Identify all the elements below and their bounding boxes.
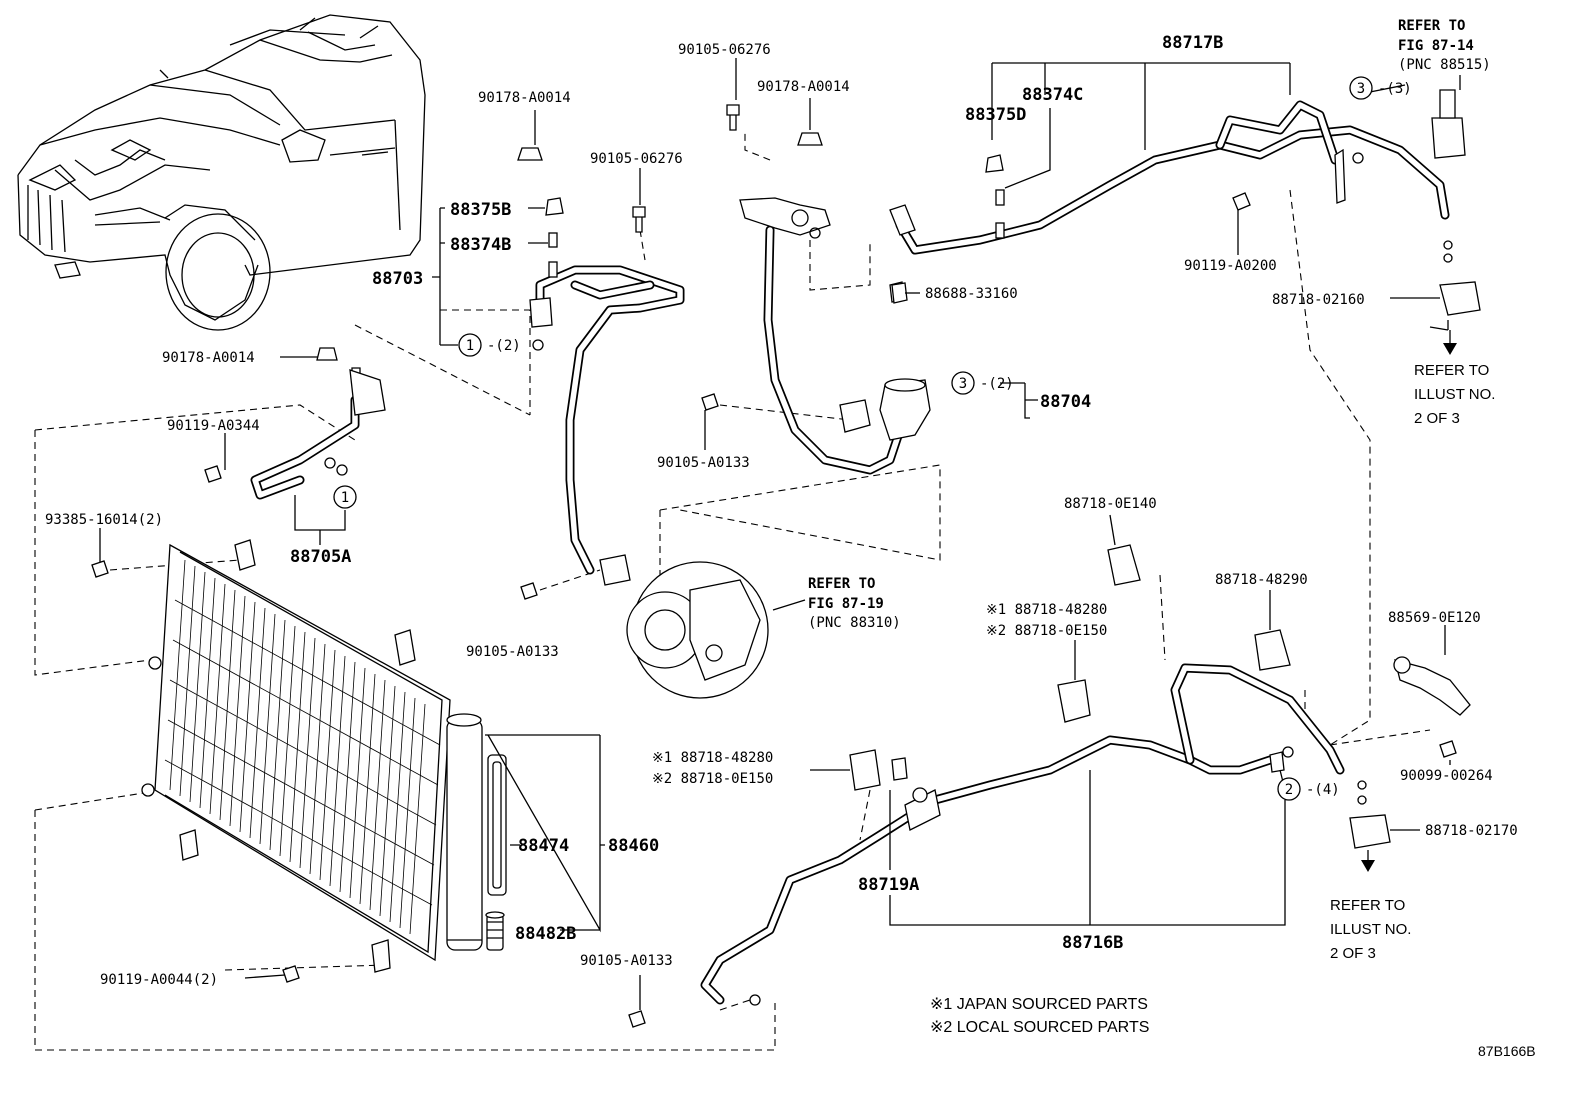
reference-notes: REFER TO FIG 87-14 (PNC 88515) REFER TO … [808, 18, 1495, 962]
part-label-90119-A0200: 90119-A0200 [1184, 258, 1277, 274]
part-label-90105-A0133-b: 90105-A0133 [466, 644, 559, 660]
part-label-88716B: 88716B [1062, 933, 1123, 953]
part-label-90119-A0044: 90119-A0044(2) [100, 972, 218, 988]
sourced-variant-center-line2: ※2 88718-0E150 [986, 623, 1107, 639]
part-label-88718-0E140: 88718-0E140 [1064, 496, 1157, 512]
part-label-88718-02170: 88718-02170 [1425, 823, 1518, 839]
part-label-88688-33160: 88688-33160 [925, 286, 1018, 302]
callout-1-quantity: -(2) [487, 338, 521, 354]
callout-3a-number: 3 [1357, 81, 1365, 97]
plug-88482b [485, 911, 505, 951]
part-label-93385-16014: 93385-16014(2) [45, 512, 163, 528]
part-label-90105-06276-b: 90105-06276 [590, 151, 683, 167]
vehicle-illustration [17, 14, 426, 331]
part-number-labels: 88717B 88374C 88375D 90105-06276 90178-A… [45, 33, 1518, 988]
part-label-90105-A0133-a: 90105-A0133 [657, 455, 750, 471]
part-label-90178-A0014-a: 90178-A0014 [478, 90, 571, 106]
sourced-variant-left-line2: ※2 88718-0E150 [652, 771, 773, 787]
ref-fig-87-19-line1: REFER TO [808, 576, 875, 592]
sourced-variant-center-line1: ※1 88718-48280 [986, 602, 1107, 618]
part-label-88569-0E120: 88569-0E120 [1388, 610, 1481, 626]
callout-3a-quantity: -(3) [1378, 81, 1412, 97]
part-label-88718-48290: 88718-48290 [1215, 572, 1308, 588]
leader-lines [99, 58, 1461, 1010]
arrows [1361, 330, 1457, 872]
part-label-88375B: 88375B [450, 200, 511, 220]
part-label-88718-02160: 88718-02160 [1272, 292, 1365, 308]
ref-fig-87-19-line3: (PNC 88310) [808, 615, 901, 631]
ref-fig-87-19-line2: FIG 87-19 [808, 596, 884, 612]
sourcing-legend: ※1 JAPAN SOURCED PARTS ※2 LOCAL SOURCED … [930, 996, 1149, 1036]
sourced-variant-left-line1: ※1 88718-48280 [652, 750, 773, 766]
part-label-88374C: 88374C [1022, 85, 1083, 105]
condenser-fins [164, 559, 441, 935]
desiccant-88474 [487, 754, 507, 896]
part-label-90178-A0014-c: 90178-A0014 [162, 350, 255, 366]
ref-fig-87-14-line3: (PNC 88515) [1398, 57, 1491, 73]
callout-3b-quantity: -(2) [980, 376, 1014, 392]
fittings-and-fasteners [91, 89, 1481, 1028]
part-label-88717B: 88717B [1162, 33, 1223, 53]
callout-2-quantity: -(4) [1306, 782, 1340, 798]
part-label-90099-00264: 90099-00264 [1400, 768, 1493, 784]
part-label-90105-06276-a: 90105-06276 [678, 42, 771, 58]
receiver-dryer-tank [446, 713, 483, 951]
illustration-id: 87B166B [1478, 1043, 1536, 1059]
ref-illust-a-line2: ILLUST NO. [1414, 386, 1495, 403]
legend-note-japan: ※1 JAPAN SOURCED PARTS [930, 996, 1148, 1013]
callout-2-number: 2 [1285, 782, 1293, 798]
callout-1b-number: 1 [341, 490, 349, 506]
part-label-88482B: 88482B [515, 924, 576, 944]
part-label-88375D: 88375D [965, 105, 1026, 125]
part-label-90105-A0133-c: 90105-A0133 [580, 953, 673, 969]
part-label-88704: 88704 [1040, 392, 1091, 412]
condenser-assembly [141, 539, 451, 973]
callout-circles: 1 -(2) 1 3 -(3) 3 -(2) 2 -(4) [333, 76, 1412, 801]
part-label-88719A: 88719A [858, 875, 919, 895]
part-label-88460: 88460 [608, 836, 659, 856]
ref-illust-b-line3: 2 OF 3 [1330, 945, 1376, 962]
callout-3b-number: 3 [959, 376, 967, 392]
callout-1-number: 1 [466, 338, 474, 354]
refrigerant-pipes [250, 100, 1450, 1005]
part-label-90178-A0014-b: 90178-A0014 [757, 79, 850, 95]
ref-fig-87-14-line1: REFER TO [1398, 18, 1465, 34]
legend-note-local: ※2 LOCAL SOURCED PARTS [930, 1019, 1149, 1036]
part-label-88474: 88474 [518, 836, 569, 856]
ref-illust-a-line3: 2 OF 3 [1414, 410, 1460, 427]
ref-illust-a-line1: REFER TO [1414, 362, 1489, 379]
part-label-90119-A0344: 90119-A0344 [167, 418, 260, 434]
part-label-88705A: 88705A [290, 547, 351, 567]
ref-illust-b-line2: ILLUST NO. [1330, 921, 1411, 938]
part-label-88703: 88703 [372, 269, 423, 289]
part-label-88374B: 88374B [450, 235, 511, 255]
ref-fig-87-14-line2: FIG 87-14 [1398, 38, 1474, 54]
ref-illust-b-line1: REFER TO [1330, 897, 1405, 914]
